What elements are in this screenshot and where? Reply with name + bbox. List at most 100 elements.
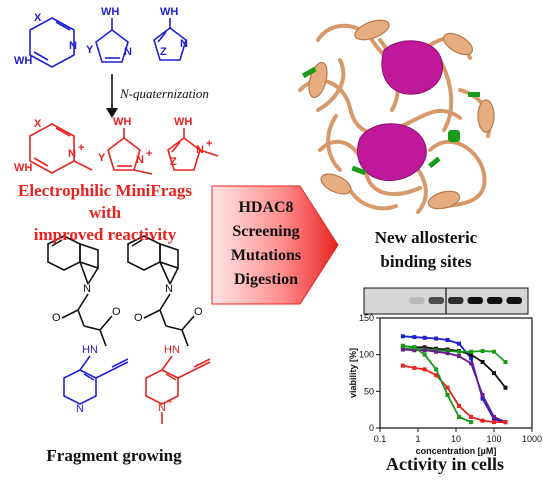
y-tick-label: 50 <box>364 386 374 396</box>
data-point <box>457 341 462 346</box>
struct1-o2: O <box>112 306 121 318</box>
struct2-plus: + <box>167 397 173 408</box>
protein-caption-line-1: New allosteric <box>374 228 478 247</box>
red-imidazolium-ring-b <box>167 128 219 171</box>
label-wh-2: WH <box>101 6 120 18</box>
data-point <box>434 336 439 341</box>
data-point <box>445 338 450 342</box>
fragment-caption: Fragment growing <box>46 446 182 465</box>
x-tick-label: 10 <box>451 434 461 444</box>
data-point <box>400 363 405 368</box>
arrow-box-line-3: Mutations <box>230 247 302 264</box>
protein-caption: New allosteric binding sites <box>346 226 506 274</box>
data-point <box>492 349 496 354</box>
label-plus-red-2: + <box>146 148 153 160</box>
western-blot <box>363 287 529 315</box>
data-point <box>445 393 450 397</box>
data-point <box>422 345 427 350</box>
label-n-1: N <box>69 40 77 52</box>
fragment-structure-red <box>127 235 211 424</box>
label-wh-3: WH <box>160 6 179 18</box>
y-axis-label: viability [%] <box>348 348 358 398</box>
label-n-red-1: N <box>68 148 76 160</box>
label-plus-red-1: + <box>78 142 85 154</box>
data-point <box>422 352 427 357</box>
data-point <box>422 335 427 340</box>
blot-band <box>448 297 464 304</box>
data-point <box>503 420 508 425</box>
headline: Electrophilic MiniFrags with improved re… <box>0 180 210 246</box>
label-wh-red-1: WH <box>14 162 33 174</box>
struct1-hn: HN <box>82 344 98 356</box>
data-point <box>469 361 474 366</box>
label-y-red: Y <box>98 152 106 164</box>
blue-imidazole-ring-a <box>95 18 129 63</box>
data-point <box>492 417 496 422</box>
data-point <box>457 354 462 359</box>
data-point <box>400 343 405 348</box>
label-x-red: X <box>34 118 42 130</box>
label-z-1: Z <box>160 46 167 58</box>
struct1-o1: O <box>52 312 61 324</box>
data-point <box>503 360 508 364</box>
data-point <box>469 420 474 425</box>
struct1-n: N <box>83 283 91 295</box>
data-point <box>422 367 427 372</box>
label-wh-1: WH <box>14 55 33 67</box>
data-point <box>412 365 417 370</box>
blue-imidazole-ring-b <box>153 18 187 61</box>
binding-pockets <box>357 40 443 182</box>
data-point <box>412 348 417 353</box>
label-n-red-2: N <box>136 154 144 166</box>
activity-caption: Activity in cells <box>386 454 504 474</box>
data-point <box>492 371 496 375</box>
series-line <box>402 364 506 424</box>
data-point <box>457 415 462 419</box>
protein-caption-line-2: binding sites <box>380 252 472 271</box>
series-line <box>402 344 507 389</box>
label-n-2: N <box>124 46 132 58</box>
red-pyridinium-ring <box>29 123 93 174</box>
quaternization-arrowhead <box>106 108 118 118</box>
arrow-box-line-1: HDAC8 <box>238 199 294 216</box>
headline-line-1: Electrophilic MiniFrags <box>18 181 192 200</box>
data-point <box>480 396 485 401</box>
data-point <box>457 349 462 354</box>
blot-band <box>428 297 444 304</box>
y-tick-label: 100 <box>359 350 374 360</box>
data-point <box>469 352 474 357</box>
data-point <box>445 351 450 356</box>
label-wh-red-2: WH <box>113 116 132 128</box>
struct2-pyridinium-n: N <box>158 402 166 414</box>
label-wh-red-3: WH <box>174 116 193 128</box>
data-point <box>469 356 474 361</box>
data-point <box>503 385 508 390</box>
quaternization-label: N-quaternization <box>120 86 209 101</box>
label-x-1: X <box>34 12 42 24</box>
label-n-3: N <box>180 38 188 50</box>
data-point <box>434 373 439 378</box>
data-point <box>434 367 439 372</box>
green-residues <box>301 66 480 176</box>
arrow-box-line-4: Digestion <box>234 271 298 288</box>
x-tick-label: 1 <box>415 434 420 444</box>
arrow-box-text: HDAC8 Screening Mutations Digestion <box>220 196 312 292</box>
series-line <box>402 335 506 424</box>
data-point <box>480 393 485 397</box>
data-point <box>469 349 474 354</box>
data-point <box>469 415 474 419</box>
data-point <box>457 404 462 408</box>
fragment-structure-blue <box>47 235 129 405</box>
data-point <box>422 348 427 353</box>
label-y-1: Y <box>86 44 94 56</box>
label-plus-red-3: + <box>206 138 213 150</box>
data-point <box>434 349 439 354</box>
data-point <box>480 349 485 353</box>
data-point <box>400 334 405 339</box>
blot-band <box>487 297 503 304</box>
struct2-o2: O <box>194 306 203 318</box>
struct2-n: N <box>165 283 173 295</box>
struct1-pyridine-n: N <box>76 403 84 415</box>
